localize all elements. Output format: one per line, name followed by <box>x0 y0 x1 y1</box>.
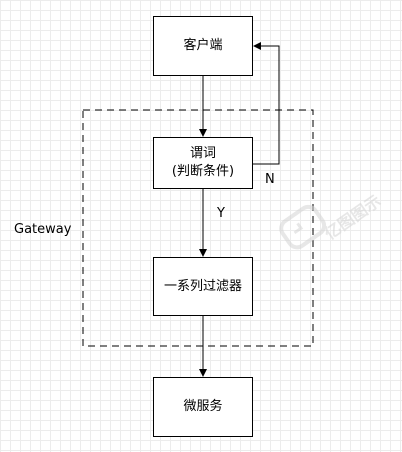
predicate-node[interactable]: 谓词 (判断条件) <box>153 137 253 189</box>
microservice-label: 微服务 <box>183 399 223 414</box>
gateway-label: Gateway <box>14 222 72 237</box>
predicate-sublabel: (判断条件) <box>171 164 235 179</box>
edge-label-yes: Y <box>217 206 225 221</box>
filters-node[interactable]: 一系列过滤器 <box>153 257 253 316</box>
predicate-label: 谓词 <box>189 146 216 161</box>
client-node[interactable]: 客户端 <box>153 16 253 76</box>
filters-label: 一系列过滤器 <box>163 278 242 294</box>
microservice-node[interactable]: 微服务 <box>153 377 253 437</box>
edge-predicate-to-client <box>253 42 280 165</box>
edge-label-no: N <box>265 172 275 187</box>
client-label: 客户端 <box>183 38 223 53</box>
